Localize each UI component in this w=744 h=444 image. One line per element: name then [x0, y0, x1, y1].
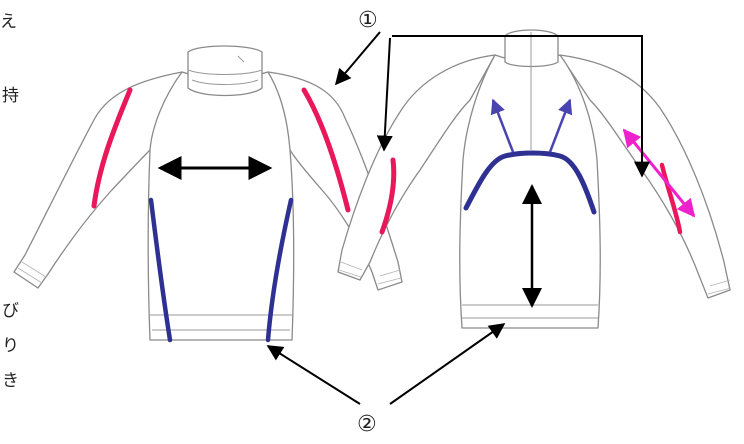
marker-1: ①	[358, 8, 378, 33]
callout-1: ①	[334, 8, 650, 178]
callout-2: ②	[266, 323, 506, 437]
side-text-2: 持	[2, 86, 19, 106]
front-navy-line-right	[265, 197, 294, 343]
front-shirt	[13, 45, 403, 343]
back-navy-yoke-line	[463, 150, 597, 215]
back-blue-arrow-left	[490, 98, 515, 153]
leader-1-back-sleeve	[376, 37, 393, 152]
side-text-4: り	[2, 336, 19, 356]
leader-2-back-hem	[389, 323, 506, 405]
side-text-1: え	[0, 12, 17, 32]
side-text-5: き	[2, 371, 19, 391]
front-navy-line-left	[148, 197, 173, 343]
front-pink-line-left	[91, 87, 133, 209]
side-text-3: び	[2, 301, 19, 321]
marker-2: ②	[357, 412, 377, 437]
front-collar	[187, 45, 263, 97]
back-pink-line-left	[379, 157, 397, 235]
back-left-sleeve	[337, 54, 496, 281]
back-blue-arrow-right	[548, 98, 573, 153]
back-magenta-double-arrow	[622, 128, 696, 218]
front-pink-line-right	[301, 87, 351, 213]
leader-1-front-shoulder	[334, 31, 381, 86]
leader-2-front-hem	[266, 345, 361, 405]
leader-1-right-sleeve	[392, 35, 650, 178]
back-shirt	[337, 29, 732, 329]
back-body	[459, 54, 601, 329]
